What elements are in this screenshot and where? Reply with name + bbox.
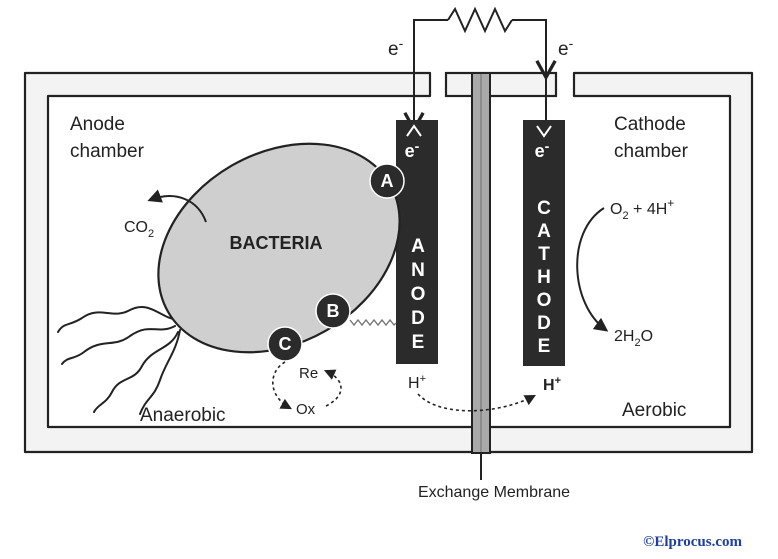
cathode-down-chevron xyxy=(536,125,552,138)
bacteria-flagella xyxy=(57,306,181,415)
cathode-electrode: e- C A T H O D E xyxy=(523,120,565,366)
anode-letter: E xyxy=(412,332,425,353)
flagellum xyxy=(57,306,179,333)
proton-transfer-arrow xyxy=(417,393,536,412)
badge-a-circle xyxy=(369,163,405,199)
water-product-label: 2H2O xyxy=(614,328,653,349)
cathode-chamber-label-line2: chamber xyxy=(614,141,689,162)
badge-c: C xyxy=(267,326,303,362)
aerobic-label: Aerobic xyxy=(622,400,686,421)
anode-letter: A xyxy=(411,236,425,257)
electron-label-left: e- xyxy=(388,35,404,60)
anode-up-chevron xyxy=(406,124,422,137)
co2-arrow xyxy=(147,189,207,223)
cathode-letter: H xyxy=(537,267,551,288)
chamber-wall-top-middle xyxy=(444,71,558,98)
cathode-letter: C xyxy=(537,198,551,219)
cathode-letter: O xyxy=(537,290,552,311)
badge-b-circle xyxy=(315,293,351,329)
flagellum xyxy=(139,329,181,415)
anode-letter: D xyxy=(411,308,425,329)
proton-label-cathode: H+ xyxy=(543,375,561,394)
cathode-reaction-arrow xyxy=(576,207,609,332)
anode-chamber-label-line1: Anode xyxy=(70,114,125,135)
flagellum xyxy=(93,331,179,413)
watermark: ©Elprocus.com xyxy=(643,534,742,550)
co2-label: CO2 xyxy=(124,219,154,240)
cathode-letter: T xyxy=(538,244,550,265)
redox-arrow-right xyxy=(323,369,342,407)
wire-from-anode xyxy=(403,19,448,133)
cathode-chamber-label-line1: Cathode xyxy=(614,114,686,135)
proton-label-anode: H+ xyxy=(408,373,426,392)
exchange-membrane-label: Exchange Membrane xyxy=(418,484,570,501)
electron-shuttle-squiggle xyxy=(349,318,397,327)
badge-b: B xyxy=(315,293,351,329)
anode-electrode: e- A N O D E xyxy=(396,120,438,364)
anode-letter: O xyxy=(411,284,426,305)
cathode-letter: E xyxy=(538,336,551,357)
electron-label-right: e- xyxy=(558,35,574,60)
anode-electron-label: e- xyxy=(405,138,420,161)
anaerobic-label: Anaerobic xyxy=(140,405,226,426)
badge-a: A xyxy=(369,163,405,199)
flagellum xyxy=(61,325,176,365)
wire-to-cathode xyxy=(512,19,557,81)
oxidized-label: Ox xyxy=(296,401,316,418)
badge-b-label: B xyxy=(327,301,340,321)
redox-cycle xyxy=(272,361,342,410)
bacteria-label: BACTERIA xyxy=(230,233,323,253)
badge-c-circle xyxy=(267,326,303,362)
badge-a-label: A xyxy=(381,171,394,191)
external-circuit xyxy=(403,6,557,133)
resistor xyxy=(447,6,513,34)
cathode-letter: A xyxy=(537,221,551,242)
redox-arrow-left xyxy=(272,361,292,410)
anode-plate xyxy=(396,120,438,364)
chamber-wall-outer xyxy=(23,71,754,454)
anode-letter: N xyxy=(411,260,425,281)
cathode-plate xyxy=(523,120,565,366)
reduced-label: Re xyxy=(299,365,318,382)
cathode-letter: D xyxy=(537,313,551,334)
anode-chamber-label-line2: chamber xyxy=(70,141,145,162)
badge-c-label: C xyxy=(279,334,292,354)
exchange-membrane xyxy=(471,72,491,480)
oxygen-reactant-label: O2 + 4H+ xyxy=(610,196,674,222)
cathode-electron-label: e- xyxy=(535,138,550,161)
